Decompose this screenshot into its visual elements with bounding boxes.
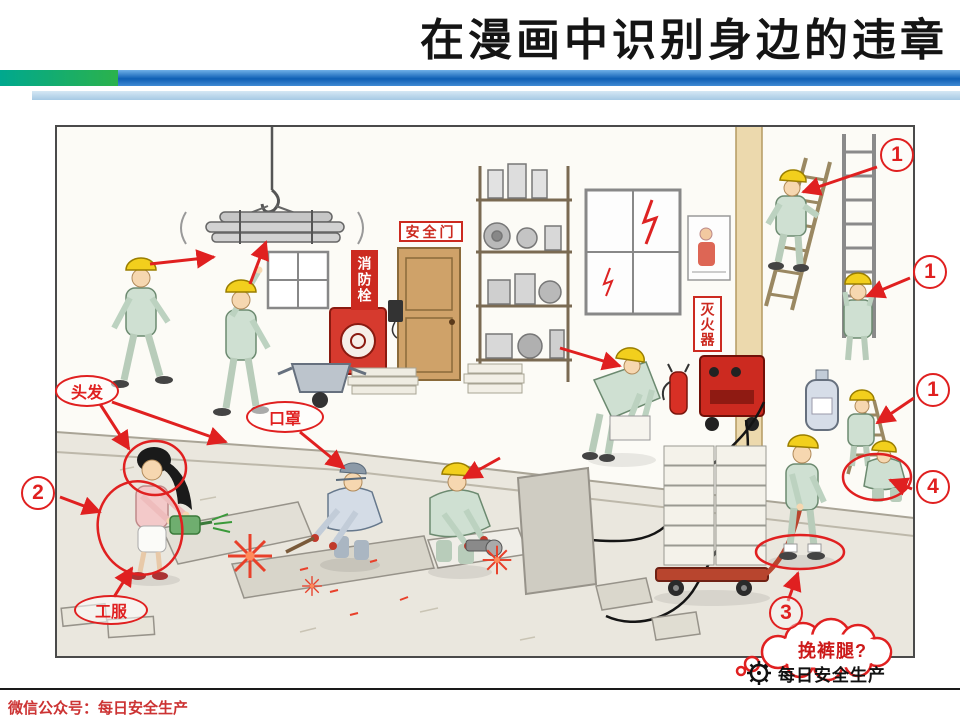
sign-fire-extinguisher: 灭火器 xyxy=(693,296,722,352)
wheelbarrow xyxy=(277,363,367,408)
shelf-items xyxy=(483,163,565,359)
worker-cap-squatting xyxy=(285,462,383,560)
worker-on-vertical-ladder xyxy=(842,272,876,361)
wechat-account-footer: 微信公众号：每日安全生产 xyxy=(8,700,189,717)
workshop-door xyxy=(397,247,461,381)
worker-angle-grinder xyxy=(429,462,503,564)
violation-circles xyxy=(96,439,913,576)
worker-pointing-up xyxy=(213,266,271,416)
worker-lifting-block xyxy=(582,347,661,462)
lightning-bolt-icon xyxy=(641,199,659,245)
violation-number-3: 3 xyxy=(769,596,803,630)
page-title: 在漫画中识别身边的违章 xyxy=(420,16,948,65)
large-window xyxy=(584,188,682,316)
worker-on-leaning-ladder xyxy=(765,169,820,272)
hard-hat-icon xyxy=(849,389,875,401)
decor-bar-green-segment xyxy=(0,70,118,86)
thought-cloud xyxy=(735,617,893,682)
violation-number-4: 4 xyxy=(916,470,950,504)
violation-number-1-top-right: 1 xyxy=(880,138,914,172)
decor-bar-light-blue xyxy=(32,91,960,100)
watermark: 每日安全生产 xyxy=(746,660,886,686)
hard-hat-icon xyxy=(787,434,819,449)
worker-walking xyxy=(111,257,173,388)
rolled-trouser-cuff xyxy=(783,543,798,553)
annotation-hair: 头发 xyxy=(55,375,119,407)
worker-pulling-cart xyxy=(779,434,827,560)
annotation-mask: 口罩 xyxy=(246,401,324,433)
hard-hat-icon xyxy=(225,279,257,293)
watermark-text: 每日安全生产 xyxy=(778,665,886,685)
violation-number-2: 2 xyxy=(21,476,55,510)
wall-phone xyxy=(388,300,403,339)
hard-hat-icon xyxy=(871,440,897,453)
annotation-trouser-legs: 挽裤腿? xyxy=(798,641,867,661)
bottom-divider xyxy=(0,688,960,690)
violation-number-1-right-middle: 1 xyxy=(916,373,950,407)
rolled-trouser-cuff xyxy=(807,543,822,553)
violation-number-1-right-upper: 1 xyxy=(913,255,947,289)
left-window xyxy=(266,250,330,310)
grinding-sparks xyxy=(226,532,513,616)
worker-woman-long-hair xyxy=(130,447,192,580)
hard-hat-icon xyxy=(125,257,157,271)
violation-arrows xyxy=(59,165,915,602)
material-stacks xyxy=(347,363,525,395)
wall-poster xyxy=(687,215,731,281)
fire-extinguisher xyxy=(661,363,690,415)
annotation-work-clothes: 工服 xyxy=(74,595,148,625)
welding-machine xyxy=(699,355,765,431)
decor-bar xyxy=(0,70,960,86)
sign-safety-door: 安全门 xyxy=(399,221,463,242)
gear-logo-icon xyxy=(747,661,771,685)
block-cart xyxy=(655,445,803,596)
water-jug xyxy=(805,369,839,431)
decor-bar-blue-segment xyxy=(118,70,960,86)
grinding-tool-of-woman xyxy=(169,513,233,535)
crane-hook-and-pipe-bundle xyxy=(180,126,364,245)
storage-shelf xyxy=(476,166,572,382)
sign-fire-hydrant: 消防栓 xyxy=(351,250,378,310)
